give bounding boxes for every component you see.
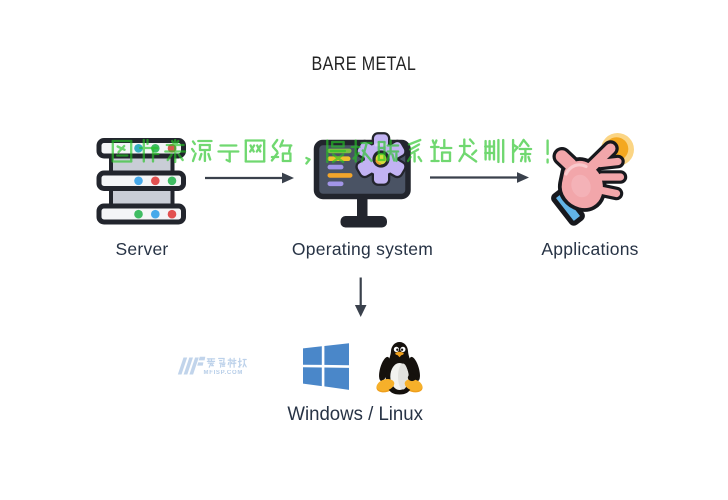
svg-text:MFISP.COM: MFISP.COM bbox=[204, 370, 244, 376]
